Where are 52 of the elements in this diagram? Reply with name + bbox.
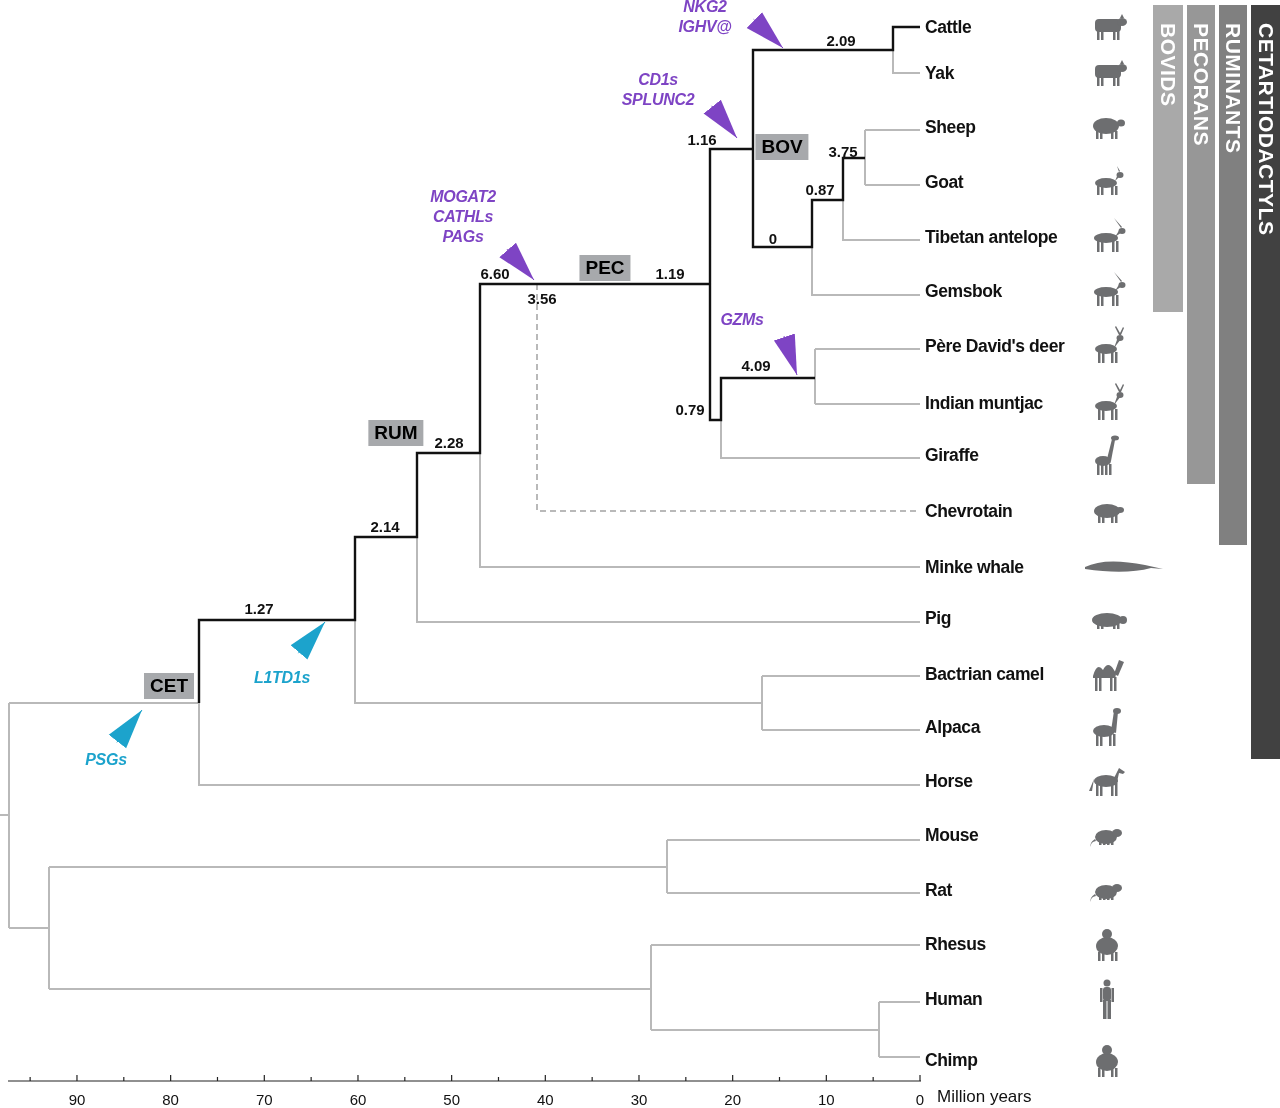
axis-tick-label: 10 xyxy=(818,1090,835,1108)
branch-value: 3.75 xyxy=(828,142,858,160)
gene-name: CD1s xyxy=(638,70,678,90)
gene-name: PAGs xyxy=(442,227,484,247)
branch-value: 2.28 xyxy=(434,433,464,451)
clade-bar xyxy=(1187,5,1215,484)
pointer-arrow xyxy=(746,12,784,49)
axis-title: Million years xyxy=(937,1087,1032,1107)
clade-label-box: PEC xyxy=(579,255,631,281)
axis-tick-label: 80 xyxy=(162,1090,179,1108)
clade-bar xyxy=(1251,5,1280,759)
gene-name: IGHV@ xyxy=(678,17,732,37)
clade-label-box: CET xyxy=(144,673,194,699)
gene-name: PSGs xyxy=(85,750,127,770)
pointer-arrow xyxy=(290,621,326,660)
branch-value: 3.56 xyxy=(527,289,557,307)
gene-name: L1TD1s xyxy=(254,668,310,688)
branch-value: 1.27 xyxy=(244,599,274,617)
axis-tick-label: 90 xyxy=(68,1090,86,1108)
branch-value: 1.16 xyxy=(687,130,717,148)
pointer-arrow xyxy=(703,99,738,139)
gene-name: SPLUNC2 xyxy=(621,90,695,110)
clade-label-box: BOV xyxy=(755,134,809,160)
clade-label-box: RUM xyxy=(368,420,424,446)
pointer-arrow xyxy=(773,333,798,376)
axis-tick-label: 70 xyxy=(255,1090,273,1108)
branch-value: 2.09 xyxy=(826,31,856,49)
clade-bar xyxy=(1219,5,1247,545)
branch-value: 0.79 xyxy=(675,400,705,418)
axis-tick-label: 60 xyxy=(349,1090,367,1108)
branch-value: 2.14 xyxy=(370,517,400,535)
branch-value: 1.19 xyxy=(655,264,685,282)
clade-name: PECORANS xyxy=(1189,23,1213,149)
gene-name: CATHLs xyxy=(432,207,494,227)
clade-name: BOVIDS xyxy=(1156,23,1180,109)
clade-name: RUMINANTS xyxy=(1221,23,1245,156)
axis-tick-label: 20 xyxy=(724,1090,741,1108)
pointer-arrow xyxy=(108,709,143,749)
gene-name: NKG2 xyxy=(683,0,727,17)
branch-value: 4.09 xyxy=(741,356,771,374)
axis-tick-label: 30 xyxy=(630,1090,648,1108)
axis-tick-label: 50 xyxy=(443,1090,460,1108)
axis-tick-label: 40 xyxy=(536,1090,554,1108)
gene-name: MOGAT2 xyxy=(430,187,496,207)
gene-name: GZMs xyxy=(720,310,764,330)
clade-bar xyxy=(1153,5,1183,312)
branch-value: 6.60 xyxy=(480,264,510,282)
pointer-arrow xyxy=(499,242,535,281)
axis-tick-label: 0 xyxy=(915,1090,925,1108)
branch-value: 0.87 xyxy=(805,180,835,198)
clade-name: CETARTIODACTYLS xyxy=(1253,23,1278,238)
branch-value: 0 xyxy=(768,229,778,247)
